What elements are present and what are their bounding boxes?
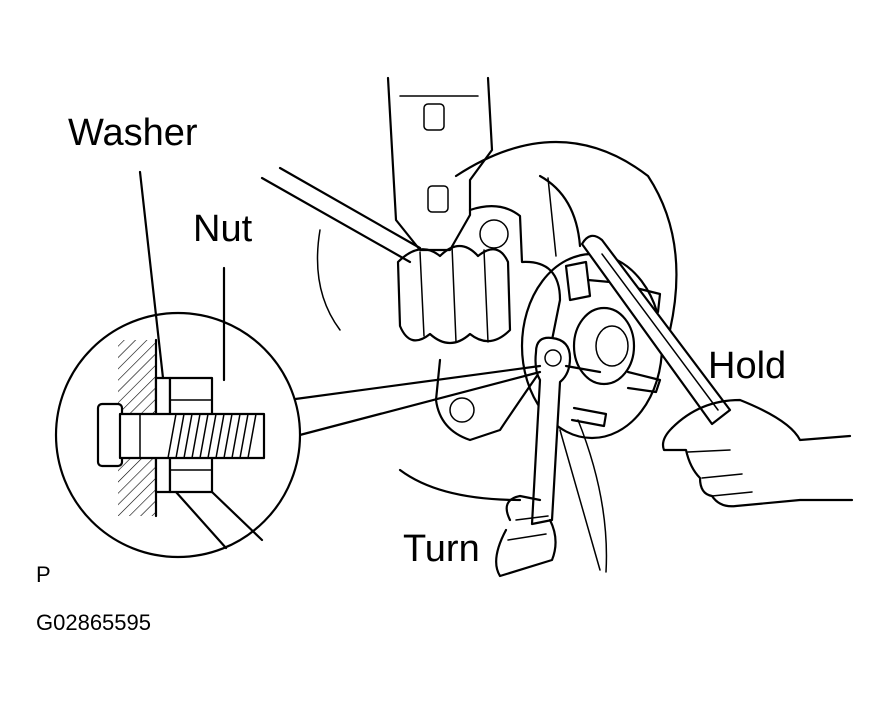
- turn-label: Turn: [403, 528, 480, 570]
- nut-label: Nut: [193, 208, 253, 250]
- figure-code: G02865595: [36, 610, 151, 635]
- view-mark: P: [36, 562, 51, 587]
- hands-drawing: [495, 398, 854, 578]
- washer-label: Washer: [68, 112, 198, 154]
- label-leaders: [138, 170, 226, 382]
- hold-wrench: [580, 234, 732, 426]
- hold-label: Hold: [708, 345, 787, 387]
- detail-inset: [54, 311, 302, 559]
- turn-wrench: [530, 336, 602, 526]
- detail-leader-lines: [286, 364, 542, 438]
- knuckle-assembly-drawing: [260, 76, 678, 573]
